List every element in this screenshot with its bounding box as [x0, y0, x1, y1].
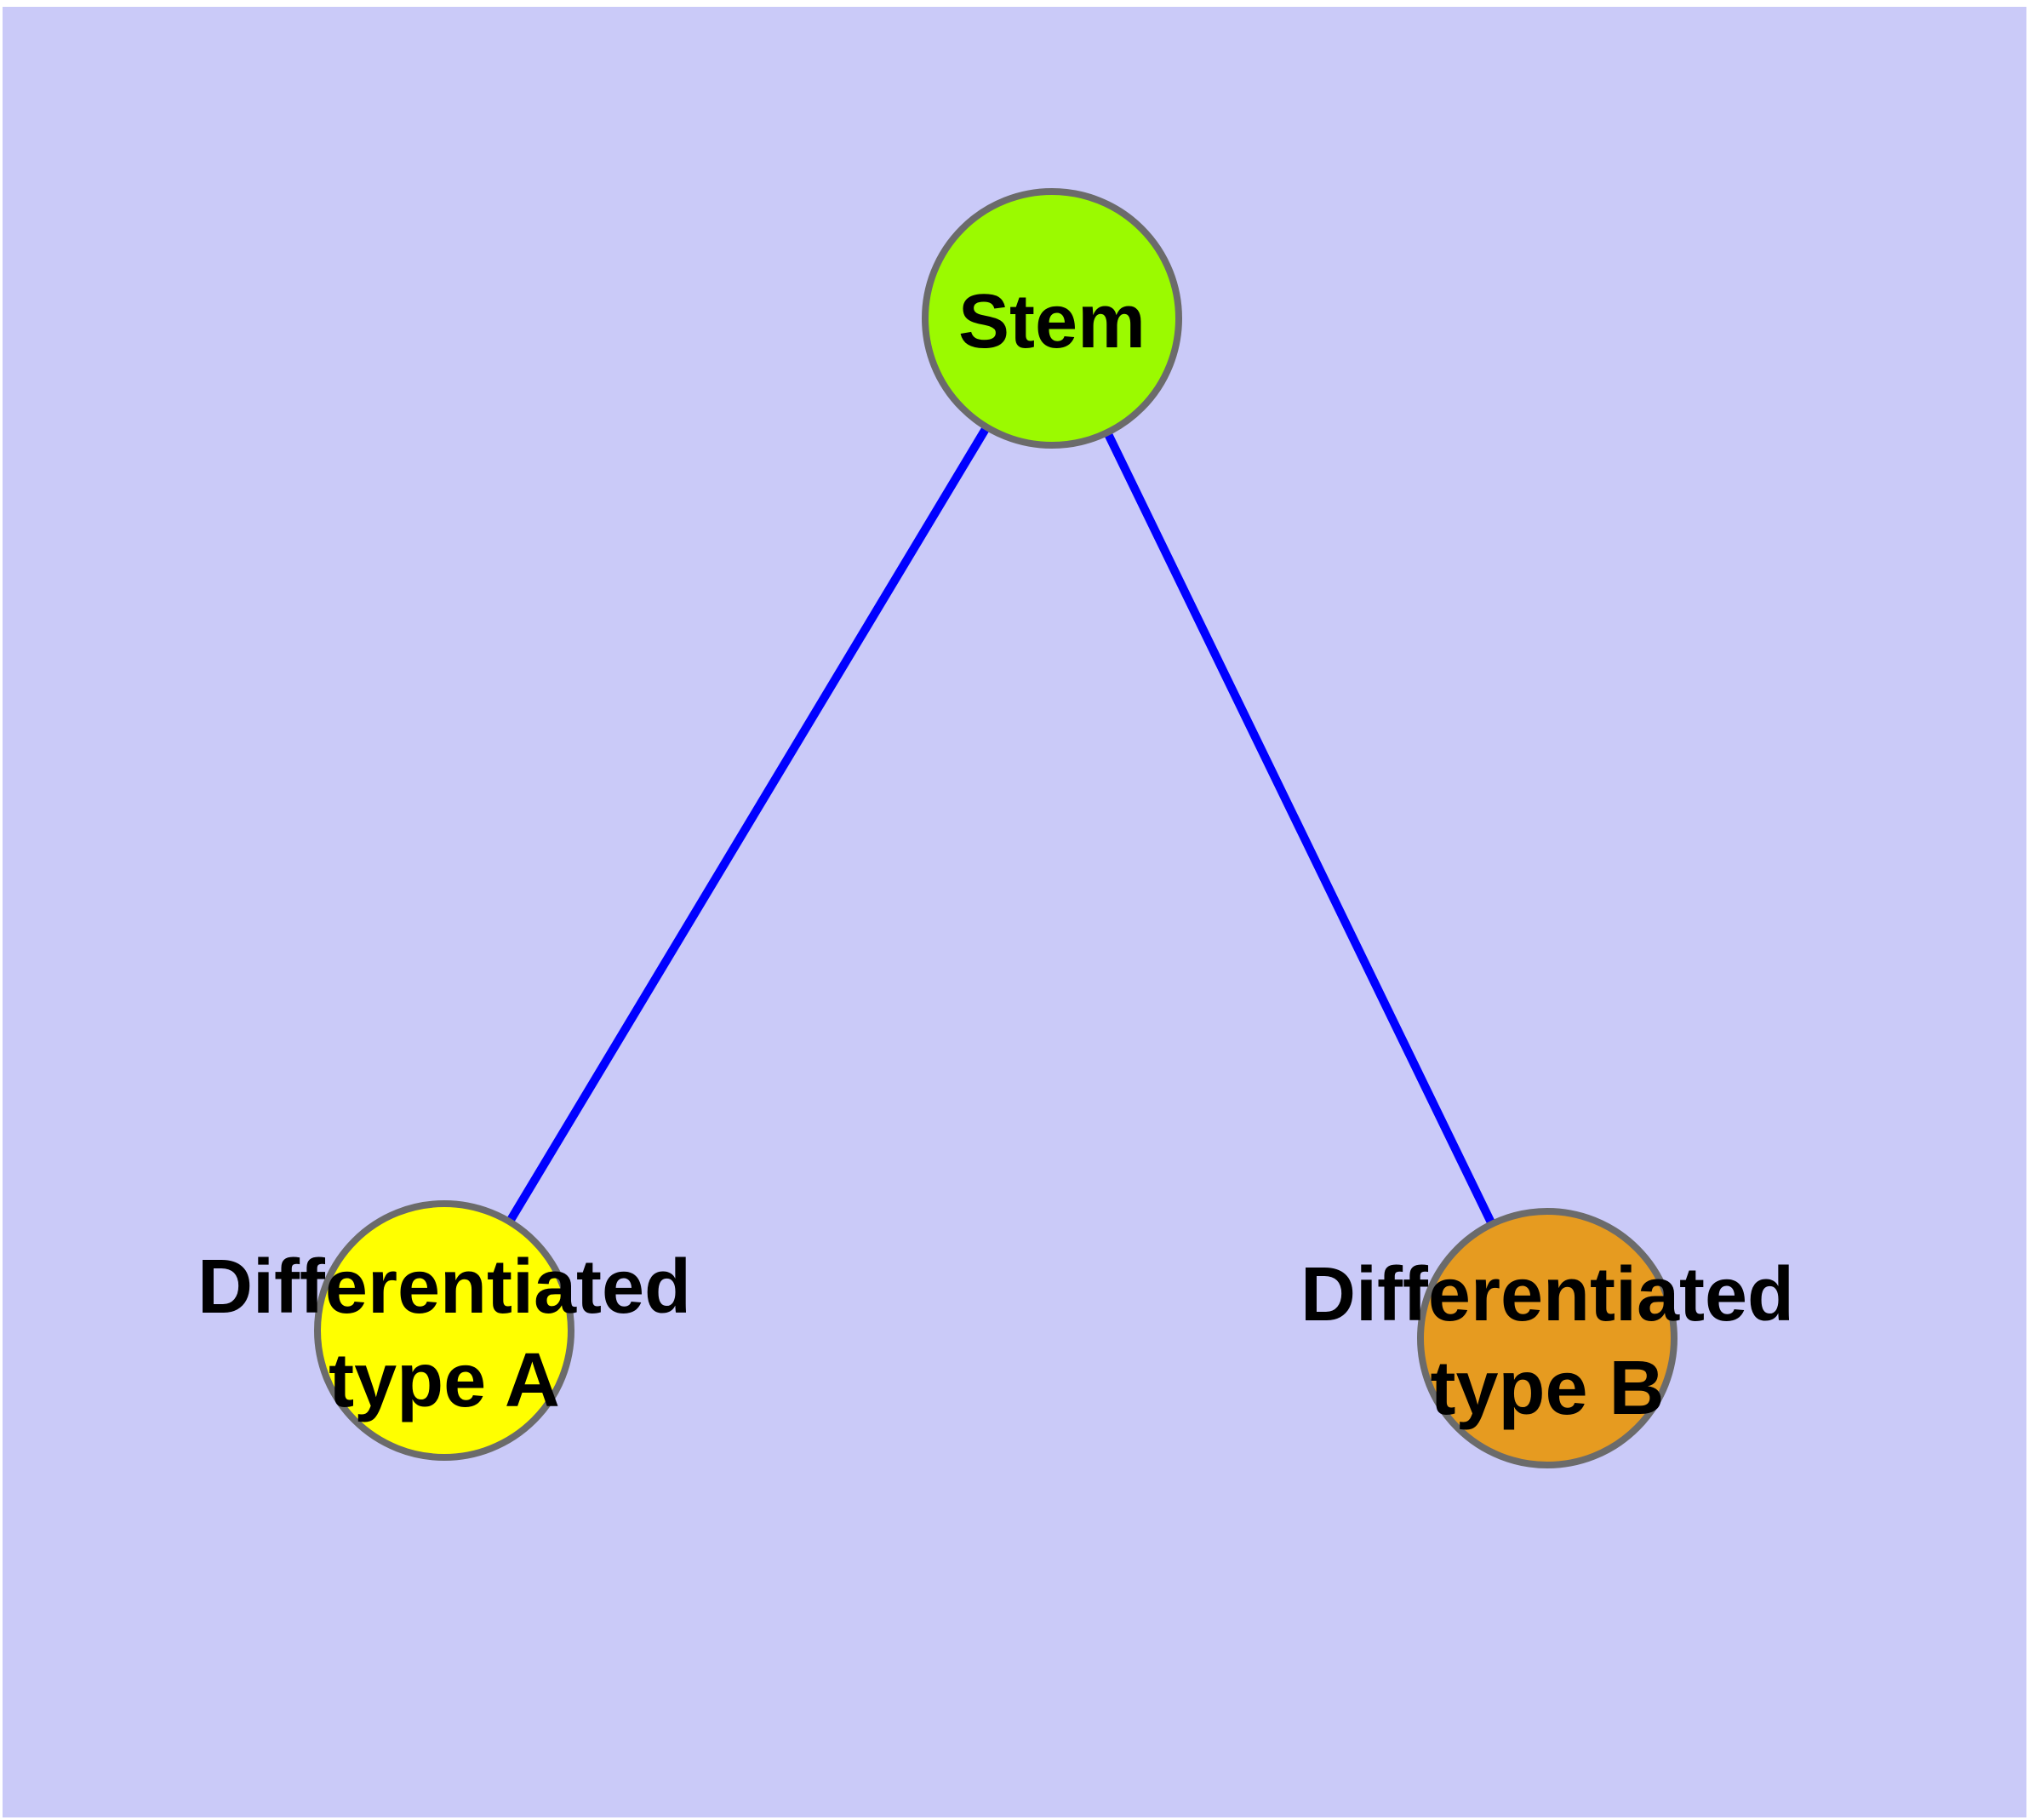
edge-stem-to-differentiated-type-b — [1048, 316, 1552, 1341]
node-label-differentiated-type-a: Differentiated — [197, 1245, 691, 1330]
node-label-stem: Stem — [958, 279, 1146, 364]
node-label-differentiated-type-b: Differentiated — [1300, 1252, 1794, 1337]
node-differentiated-type-b — [1417, 1208, 1677, 1468]
node-stem — [922, 188, 1182, 449]
node-label-differentiated-type-b: type B — [1430, 1346, 1664, 1431]
node-label-differentiated-type-a: type A — [329, 1338, 560, 1423]
node-differentiated-type-a — [314, 1200, 574, 1461]
edge-stem-to-differentiated-type-a — [440, 316, 1056, 1333]
